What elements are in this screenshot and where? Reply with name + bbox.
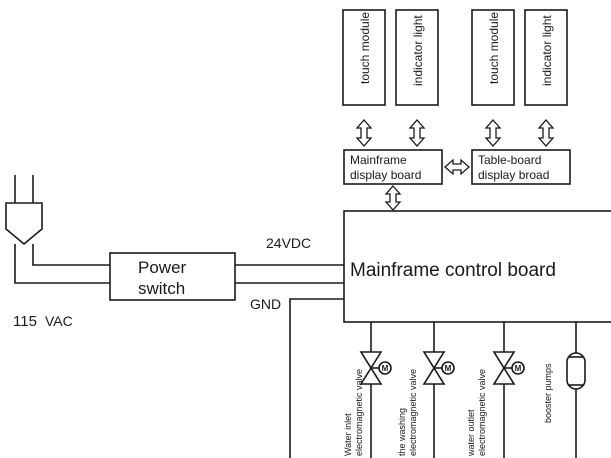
- double-arrow-icon: [355, 119, 373, 147]
- motor-symbol: M: [445, 364, 452, 373]
- vac-number-label: 115: [13, 313, 37, 330]
- touch-module-label-1: touch module: [358, 12, 372, 84]
- inlet-valve-label-2: electromagnetic valve: [354, 369, 364, 456]
- washing-valve-label-2: electromagnetic valve: [408, 369, 418, 456]
- double-arrow-icon: [384, 185, 402, 211]
- double-arrow-icon: [484, 119, 502, 147]
- table-board-label-2: display broad: [478, 168, 549, 182]
- double-arrow-icon: [444, 158, 470, 176]
- gnd-label: GND: [250, 296, 281, 312]
- inlet-valve-icon: M: [359, 351, 392, 385]
- inlet-valve-label-1: Water inlet: [343, 413, 353, 456]
- ac-wire: [32, 244, 110, 266]
- table-board-label-1: Table-board: [478, 153, 541, 167]
- outlet-valve-icon: M: [492, 351, 525, 385]
- power-switch: [109, 252, 236, 301]
- ac-wire: [14, 244, 110, 284]
- vac-unit-label: VAC: [45, 313, 73, 329]
- mainframe-control-board: [343, 210, 611, 323]
- motor-symbol: M: [382, 364, 389, 373]
- washing-valve-icon: M: [422, 351, 455, 385]
- control-board-label: Mainframe control board: [350, 260, 556, 281]
- touch-module-label-2: touch module: [487, 12, 501, 84]
- double-arrow-icon: [408, 119, 426, 147]
- outlet-valve-label-1: water outlet: [466, 409, 476, 457]
- power-switch-label-2: switch: [138, 279, 185, 298]
- mainframe-display-board: [343, 149, 443, 185]
- indicator-light-box-1: [395, 9, 439, 106]
- booster-pump-icon: [566, 352, 586, 390]
- power-switch-label-1: Power: [138, 258, 187, 277]
- indicator-light-label-1: indicator light: [411, 15, 425, 86]
- double-arrow-icon: [537, 119, 555, 147]
- booster-pumps-label: booster pumps: [543, 363, 553, 423]
- motor-symbol: M: [515, 364, 522, 373]
- indicator-light-box-2: [524, 9, 568, 106]
- outlet-valve-label-2: electromagnetic valve: [477, 369, 487, 456]
- table-board-display: [471, 149, 571, 185]
- touch-module-box-2: [471, 9, 515, 106]
- gnd-wire: [289, 298, 344, 458]
- washing-valve-label-1: the washing: [397, 408, 407, 456]
- indicator-light-label-2: indicator light: [540, 15, 554, 86]
- touch-module-box-1: [342, 9, 386, 106]
- power-plug-icon: [5, 202, 43, 246]
- mainframe-display-label-2: display board: [350, 168, 421, 182]
- mainframe-display-label-1: Mainframe: [350, 153, 407, 167]
- vdc-label: 24VDC: [266, 235, 311, 251]
